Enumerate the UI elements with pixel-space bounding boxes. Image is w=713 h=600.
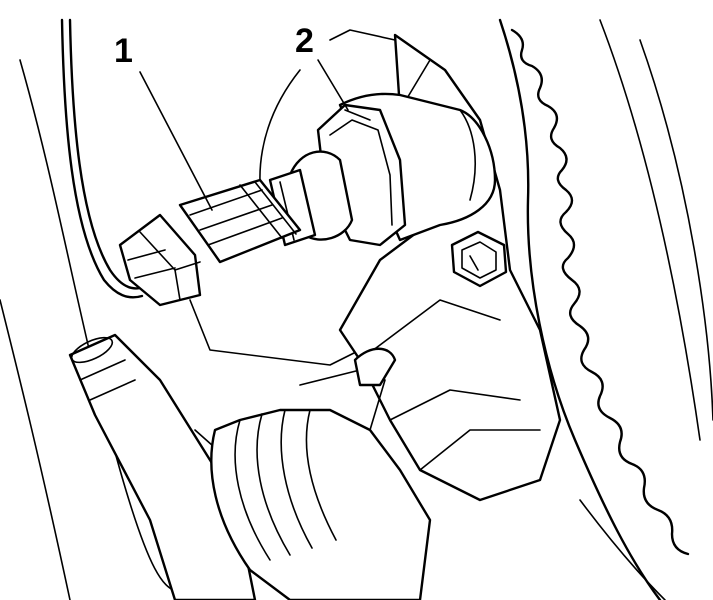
connector-body bbox=[118, 178, 302, 307]
bellows-boot bbox=[210, 347, 432, 600]
leader-lines bbox=[139, 59, 349, 211]
leader-line-1 bbox=[139, 71, 213, 211]
hose bbox=[68, 333, 257, 600]
leader-line-2 bbox=[317, 59, 349, 111]
toothed-reluctor-ring bbox=[498, 18, 713, 600]
hex-bolt bbox=[450, 230, 508, 288]
callout-number-1: 1 bbox=[114, 32, 133, 70]
wiring-harness bbox=[60, 18, 144, 299]
callout-number-2: 2 bbox=[295, 22, 314, 60]
